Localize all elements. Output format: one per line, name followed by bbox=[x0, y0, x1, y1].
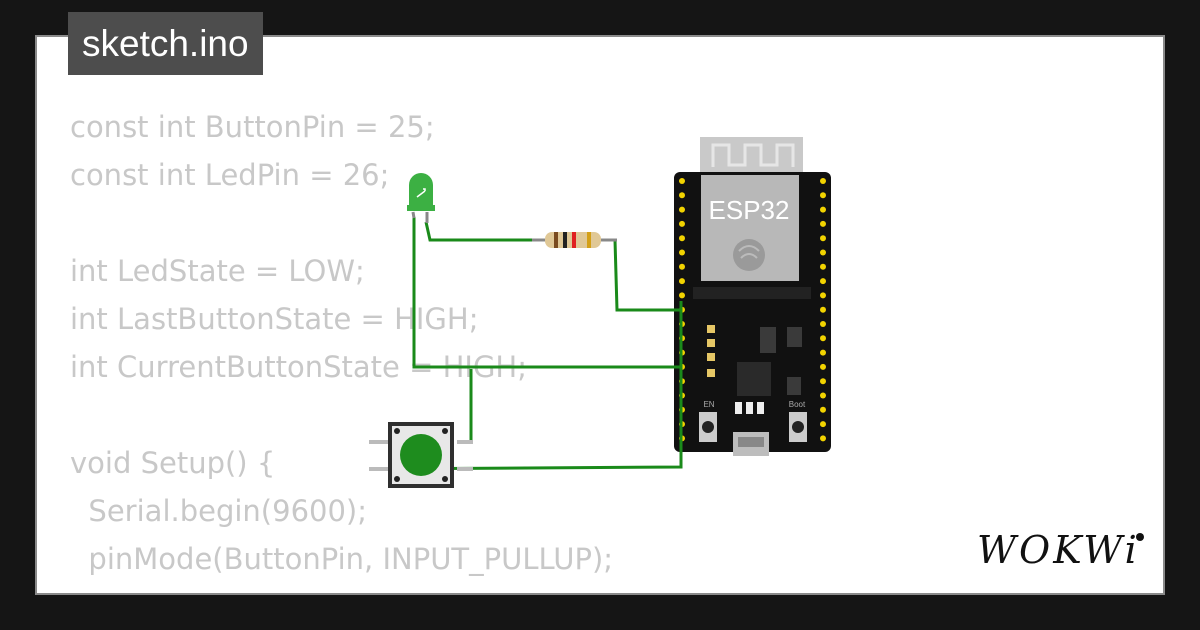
button-leg bbox=[457, 440, 473, 444]
header-pin[interactable] bbox=[820, 406, 826, 413]
header-pin[interactable] bbox=[820, 178, 826, 184]
button-leg bbox=[369, 440, 391, 444]
code-line: int LedState = LOW; bbox=[70, 254, 365, 288]
smd-component bbox=[746, 402, 753, 414]
header-pin[interactable] bbox=[820, 235, 826, 242]
code-line: void Setup() { bbox=[70, 446, 276, 480]
header-pin[interactable] bbox=[820, 378, 826, 385]
pin-header-right bbox=[820, 178, 826, 442]
header-pin[interactable] bbox=[820, 249, 826, 256]
code-line: const int LedPin = 26; bbox=[70, 158, 390, 192]
smd-component bbox=[707, 325, 715, 333]
wire-led-to-gnd bbox=[412, 217, 681, 369]
button-cap[interactable] bbox=[400, 434, 442, 476]
header-pin[interactable] bbox=[820, 263, 826, 270]
smd-component bbox=[735, 402, 742, 414]
en-label: EN bbox=[703, 400, 714, 409]
esp32-board[interactable]: ESP32 EN Boot bbox=[674, 137, 831, 456]
smd-component bbox=[787, 377, 801, 395]
resistor-band bbox=[554, 232, 558, 248]
header-pin[interactable] bbox=[679, 192, 685, 199]
header-pin[interactable] bbox=[679, 263, 685, 270]
boot-button-cap[interactable] bbox=[792, 421, 804, 433]
wires bbox=[370, 217, 683, 471]
preview-frame: const int ButtonPin = 25; const int LedPi… bbox=[35, 35, 1165, 595]
wire-resistor-to-pin26 bbox=[613, 239, 681, 312]
circuit-diagram: ESP32 EN Boot bbox=[369, 137, 831, 488]
led-symbol-icon bbox=[416, 188, 426, 198]
resistor-band bbox=[572, 232, 576, 248]
led-rim bbox=[407, 205, 435, 211]
smd-component bbox=[787, 327, 802, 347]
resistor-band bbox=[563, 232, 567, 248]
header-pin[interactable] bbox=[820, 306, 826, 313]
logo-dot bbox=[1136, 533, 1144, 541]
wokwi-logo: WOKWi bbox=[977, 529, 1144, 572]
header-pin[interactable] bbox=[820, 192, 826, 199]
antenna-trace bbox=[711, 143, 795, 167]
code-line: const int ButtonPin = 25; bbox=[70, 110, 435, 144]
header-pin[interactable] bbox=[820, 435, 826, 442]
wire-led-to-resistor bbox=[424, 221, 537, 242]
smd-component bbox=[707, 339, 715, 347]
header-pin[interactable] bbox=[679, 220, 685, 227]
button-leg bbox=[369, 467, 391, 471]
green-led[interactable] bbox=[407, 173, 435, 223]
header-pin[interactable] bbox=[679, 292, 685, 299]
chip bbox=[737, 362, 771, 396]
wokwi-brand-text: WOKWi bbox=[977, 529, 1140, 572]
wire-button-to-pin25 bbox=[370, 301, 683, 471]
header-pin[interactable] bbox=[820, 206, 826, 213]
header-pin[interactable] bbox=[679, 206, 685, 213]
code-line: pinMode(ButtonPin, INPUT_PULLUP); bbox=[70, 542, 614, 576]
boot-label: Boot bbox=[789, 400, 806, 409]
header-pin[interactable] bbox=[679, 235, 685, 242]
board-trace bbox=[693, 287, 811, 299]
header-pin[interactable] bbox=[820, 220, 826, 227]
pushbutton[interactable] bbox=[369, 422, 473, 488]
header-pin[interactable] bbox=[820, 335, 826, 342]
smd-component bbox=[757, 402, 764, 414]
header-pin[interactable] bbox=[820, 363, 826, 370]
en-button-cap[interactable] bbox=[702, 421, 714, 433]
header-pin[interactable] bbox=[820, 392, 826, 399]
code-line: int LastButtonState = HIGH; bbox=[70, 302, 479, 336]
header-pin[interactable] bbox=[820, 278, 826, 285]
header-pin[interactable] bbox=[679, 178, 685, 184]
usb-port-opening bbox=[738, 437, 764, 447]
resistor-band bbox=[587, 232, 591, 248]
header-pin[interactable] bbox=[820, 321, 826, 327]
led-body bbox=[409, 173, 433, 209]
smd-component bbox=[707, 369, 715, 377]
header-pin[interactable] bbox=[820, 421, 826, 428]
code-line: Serial.begin(9600); bbox=[70, 494, 368, 528]
file-tab[interactable]: sketch.ino bbox=[68, 12, 263, 75]
resistor[interactable] bbox=[532, 232, 617, 248]
code-editor: const int ButtonPin = 25; const int LedPi… bbox=[70, 103, 614, 593]
espressif-logo-mark bbox=[738, 245, 760, 259]
smd-component bbox=[707, 353, 715, 361]
header-pin[interactable] bbox=[820, 292, 826, 299]
board-label: ESP32 bbox=[709, 195, 790, 225]
header-pin[interactable] bbox=[679, 249, 685, 256]
regulator bbox=[760, 327, 776, 353]
header-pin[interactable] bbox=[820, 349, 826, 356]
button-leg bbox=[457, 467, 473, 471]
header-pin[interactable] bbox=[679, 278, 685, 285]
code-line: pinMode(LedPin, OUTPUT); bbox=[70, 583, 613, 593]
